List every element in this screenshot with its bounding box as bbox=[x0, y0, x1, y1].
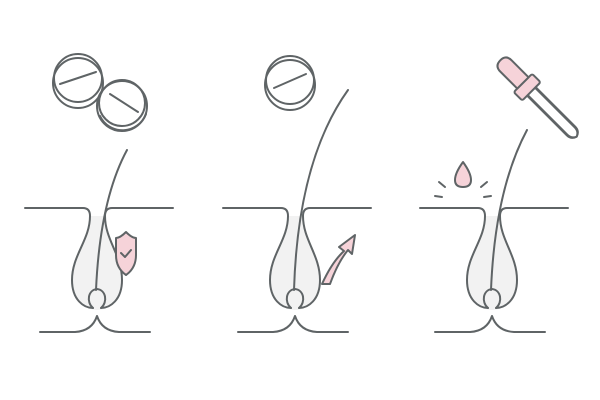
panel-1 bbox=[24, 53, 174, 333]
hair-follicle bbox=[24, 207, 174, 333]
dropper-icon bbox=[496, 56, 579, 139]
panel-3 bbox=[419, 56, 579, 333]
hair-follicle bbox=[222, 207, 372, 333]
pill-icon bbox=[264, 55, 316, 111]
drop-icon bbox=[454, 161, 472, 188]
hair-strand bbox=[95, 149, 128, 291]
hair-strand bbox=[293, 89, 349, 291]
panel-2 bbox=[222, 55, 372, 333]
hair-follicle bbox=[419, 207, 569, 333]
hair-strand bbox=[490, 129, 528, 291]
splash-lines bbox=[434, 181, 492, 198]
shield-check-icon bbox=[115, 231, 137, 276]
arrow-up-icon bbox=[321, 234, 356, 285]
pills-icon bbox=[52, 53, 148, 132]
